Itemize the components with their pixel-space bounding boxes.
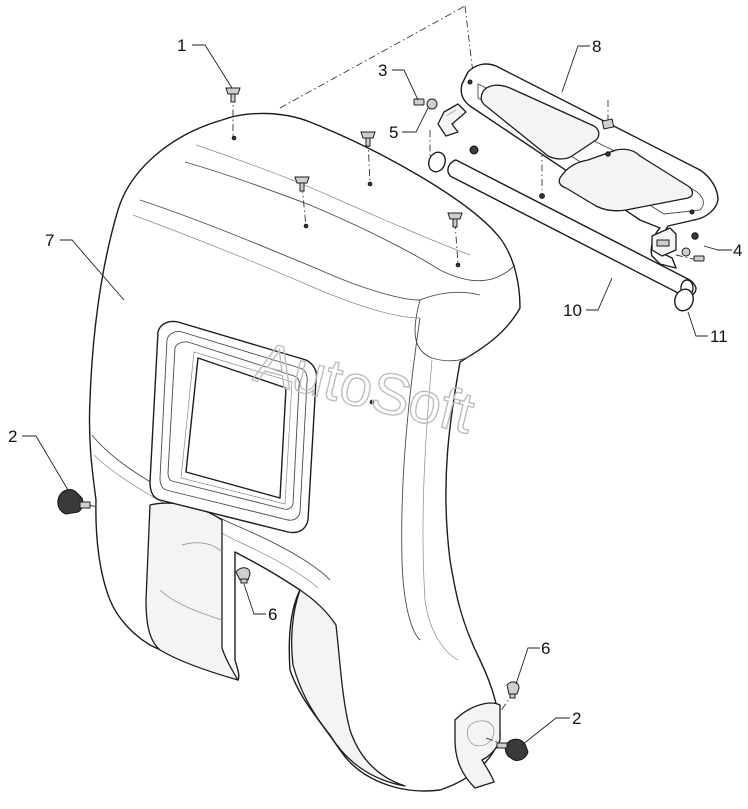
leader-3 bbox=[392, 69, 419, 101]
pin-part-6-left bbox=[235, 567, 251, 584]
cover-window bbox=[149, 320, 318, 534]
cover-dome-inner bbox=[195, 144, 471, 256]
nut-front bbox=[469, 145, 479, 155]
rack-bolt-hole-front bbox=[467, 79, 473, 85]
leader-11 bbox=[687, 311, 708, 337]
pin-part-6-right bbox=[506, 681, 520, 699]
washer-part-5 bbox=[428, 151, 446, 173]
callout-2a: 2 bbox=[8, 427, 17, 446]
callout-1: 1 bbox=[177, 36, 186, 55]
screw-hole-1 bbox=[231, 135, 237, 141]
window-glass-bevel bbox=[180, 351, 293, 505]
screw-hole-window bbox=[369, 399, 375, 405]
callout-3: 3 bbox=[378, 61, 387, 80]
screw-b bbox=[294, 176, 310, 192]
window-frame-inner bbox=[167, 341, 300, 510]
rack-front-bracket-line bbox=[445, 109, 457, 117]
dash-line-top bbox=[279, 5, 466, 109]
knob-part-2-right bbox=[496, 738, 529, 761]
cover-dome-edge bbox=[184, 161, 516, 282]
screw-hole-a bbox=[367, 181, 373, 187]
leader-4 bbox=[703, 245, 732, 251]
bolt-part-4 bbox=[681, 232, 705, 262]
dash-fastener-b bbox=[301, 185, 307, 227]
window-frame-mid bbox=[159, 331, 308, 521]
callout-8: 8 bbox=[592, 37, 601, 56]
rod-body bbox=[447, 159, 697, 298]
callout-7: 7 bbox=[45, 231, 54, 250]
screw-hole-b bbox=[303, 223, 309, 229]
washer-part-11 bbox=[674, 288, 694, 312]
callout-11: 11 bbox=[710, 327, 728, 346]
screw-part-1 bbox=[225, 87, 241, 103]
leader-6b bbox=[515, 647, 540, 685]
callout-6b: 6 bbox=[541, 639, 550, 658]
cover-left-waist bbox=[91, 434, 331, 581]
cover-right-vertical bbox=[401, 317, 421, 641]
cover-left-waist-inner bbox=[93, 454, 319, 589]
rack-rear-bracket-slot bbox=[656, 239, 670, 247]
screw-c bbox=[447, 212, 463, 228]
callout-10: 10 bbox=[563, 301, 582, 320]
leader-2a bbox=[22, 435, 69, 491]
callout-labels: 1 2 2 3 4 5 6 6 7 8 10 11 bbox=[8, 36, 742, 728]
cover-bottom-bracket-hole bbox=[467, 720, 495, 747]
screw-hole-c bbox=[455, 262, 461, 268]
leader-10 bbox=[586, 277, 613, 311]
leader-7 bbox=[60, 239, 125, 301]
rack-opening-rear bbox=[558, 148, 694, 212]
knob-part-2-left bbox=[57, 489, 91, 515]
dash-rack-bolts bbox=[541, 100, 693, 211]
rack-front-bracket bbox=[437, 103, 467, 137]
window-glass bbox=[185, 357, 287, 499]
bolt-part-3 bbox=[413, 98, 438, 110]
cover-lower-right-channel bbox=[291, 589, 406, 787]
leader-1 bbox=[192, 44, 233, 89]
leader-6a bbox=[243, 583, 266, 615]
leader-5 bbox=[402, 107, 429, 133]
callout-2b: 2 bbox=[572, 709, 581, 728]
leader-lines bbox=[22, 44, 732, 746]
luggage-rack bbox=[437, 63, 719, 269]
dash-fastener-c bbox=[454, 221, 459, 265]
cover-lower-left-recess-line bbox=[159, 542, 223, 621]
rack-nut-left bbox=[539, 193, 545, 199]
cover-shoulder-inner bbox=[132, 214, 421, 319]
rack-slot bbox=[601, 118, 615, 130]
rack-nut-right bbox=[689, 209, 695, 215]
cover-right-panel bbox=[414, 299, 471, 362]
callout-6a: 6 bbox=[268, 605, 277, 624]
rack-opening-front bbox=[480, 84, 600, 160]
leader-8 bbox=[561, 45, 590, 93]
rack-nut-mid bbox=[605, 151, 611, 157]
cover-right-vertical-inner bbox=[422, 359, 459, 661]
rack-inner-edge bbox=[477, 83, 704, 215]
cover-screws bbox=[225, 87, 520, 699]
screw-a bbox=[360, 131, 376, 147]
cover-shoulder bbox=[139, 199, 481, 301]
leader-2b bbox=[521, 717, 570, 746]
callout-5: 5 bbox=[389, 123, 398, 142]
callout-4: 4 bbox=[733, 241, 742, 260]
